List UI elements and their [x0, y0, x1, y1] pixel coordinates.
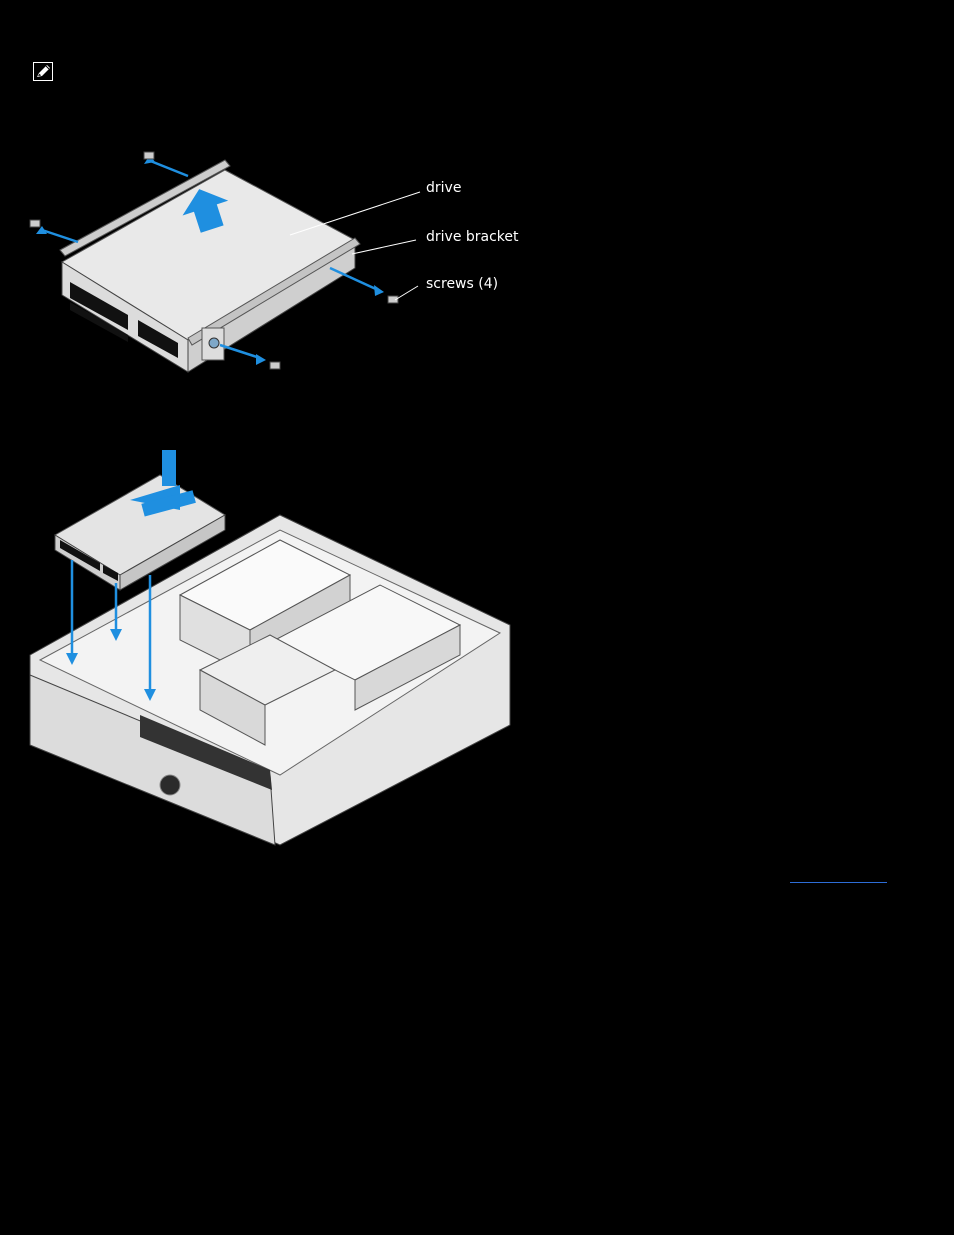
link-underline[interactable]	[790, 882, 887, 883]
dell-logo	[160, 775, 180, 795]
screw-bottom-icon	[220, 345, 280, 369]
screw-left-icon	[30, 220, 78, 242]
callout-drive-bracket: drive bracket	[426, 229, 519, 245]
callout-drive: drive	[426, 180, 461, 196]
callout-screws: screws (4)	[426, 276, 498, 292]
chassis-install-illustration	[20, 445, 520, 860]
screw-top-left-icon	[144, 152, 188, 176]
note-pencil-icon	[33, 62, 53, 81]
screw-right-icon	[330, 268, 398, 303]
drive-bracket-illustration	[20, 140, 520, 390]
